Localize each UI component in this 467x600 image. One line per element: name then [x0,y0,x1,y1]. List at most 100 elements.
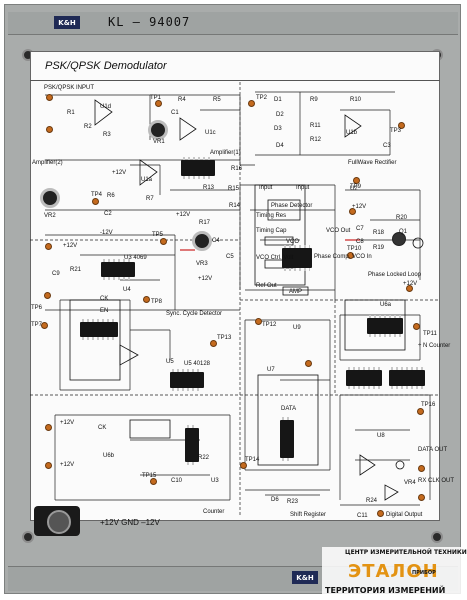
label-12v-g: +12V [352,204,367,210]
test-point-12v-a[interactable] [45,243,52,250]
test-point-tp9[interactable] [353,177,360,184]
label-12v-e: +12V [198,276,213,282]
test-point-output[interactable] [377,510,384,517]
brand-logo: K&H [54,16,80,29]
test-point-data-out[interactable] [418,465,425,472]
label-u8: U8 [377,433,385,439]
label-tp9: TP9 [350,184,362,190]
label-12v-f: +12V [112,170,127,176]
watermark-top: ЦЕНТР ИЗМЕРИТЕЛЬНОЙ ТЕХНИКИ [345,549,467,556]
vr1-knob[interactable] [148,120,168,140]
label-u1d: U1d [100,104,112,110]
label-phase-detector: Phase Detector [271,203,313,209]
test-point-tp10[interactable] [347,252,354,259]
ic-u8b [389,367,425,389]
label-neg12v: -12V [100,230,113,236]
label-r24: R24 [366,498,378,504]
label-amp: AMP [289,289,303,295]
test-point-tp8[interactable] [143,296,150,303]
label-d4: D4 [276,143,284,149]
label-vr3: VR3 [196,261,208,267]
screw-bottom-right [431,531,443,543]
label-tp1: TP1 [150,95,162,101]
input-point[interactable] [46,94,53,101]
label-c3: C3 [383,143,391,149]
test-point-tp16[interactable] [417,408,424,415]
label-u9: U9 [293,325,301,331]
label-amplifier1: Amplifier(1) [210,150,241,156]
test-point-tp13[interactable] [210,340,217,347]
label-q1: Q1 [399,229,408,235]
label-12v-h: +12V [403,281,418,287]
label-timing-cap: Timing Cap [256,228,287,234]
label-amplifier2: Amplifier(2) [32,160,63,166]
test-point-tp6[interactable] [44,292,51,299]
test-point-12v-c[interactable] [45,462,52,469]
label-tp8: TP8 [151,299,163,305]
label-r20: R20 [396,215,408,221]
label-tp3: TP3 [390,128,402,134]
label-c1: C1 [171,110,179,116]
label-d2: D2 [276,112,284,118]
test-point-tp12[interactable] [255,318,262,325]
label-c4: C4 [212,238,220,244]
label-r14: R14 [229,203,241,209]
label-en: EN [100,308,109,314]
label-12v-a: +12V [63,243,78,249]
brand-logo-bottom: K&H [292,571,318,584]
vr3-knob[interactable] [192,231,212,251]
label-ck2: CK [98,425,107,431]
test-point-rx-clk-out[interactable] [418,494,425,501]
test-point-12v-b[interactable] [45,424,52,431]
ic-u4 [80,319,118,340]
label-rx-clk-out: RX CLK OUT [418,478,455,484]
test-point-tp1[interactable] [155,100,162,107]
label-digital-output: Digital Output [386,512,423,518]
test-point-tp2[interactable] [248,100,255,107]
label-c5: C5 [226,254,234,260]
label-tp5: TP5 [152,232,164,238]
test-point-r2[interactable] [46,126,53,133]
watermark-bottom: ТЕРРИТОРИЯ ИЗМЕРЕНИЙ [325,586,446,595]
label-tp13: TP13 [217,335,232,341]
test-point-tp7[interactable] [41,322,48,329]
test-point-tp11[interactable] [413,323,420,330]
panel-title: PSK/QPSK Demodulator [45,60,167,72]
vr2-knob[interactable] [40,188,60,208]
label-r9: R9 [310,97,318,103]
test-point-tp14[interactable] [240,462,247,469]
label-c11: C11 [357,513,368,519]
label-u3: U3 4069 [124,255,147,261]
ic-u7 [280,417,294,461]
test-point-12v-e[interactable] [406,285,413,292]
label-c7: C7 [356,226,364,232]
label-pll: Phase Locked Loop [368,272,422,278]
label-counter: Counter [203,509,225,515]
label-r15: R15 [228,186,240,192]
label-n-counter: ÷ N Counter [418,343,451,349]
q1-transistor [392,232,406,246]
watermark-area [322,547,467,600]
test-point-12v-d[interactable] [349,208,356,215]
ic-u5-40128 [170,369,204,391]
top-strip [8,12,458,35]
ic-u8a [346,367,382,389]
model-number: KL – 94007 [108,15,191,29]
label-vr1: VR1 [153,139,165,145]
label-data-out: DATA OUT [418,447,448,453]
label-u7: U7 [267,367,275,373]
label-u5: U5 40128 [184,361,211,367]
power-socket[interactable] [47,510,71,534]
label-r22: R22 [198,455,210,461]
label-u6a: U6a [380,302,392,308]
test-point-tp5[interactable] [160,238,167,245]
test-point-tp4[interactable] [92,198,99,205]
label-tp2: TP2 [256,95,268,101]
label-r23: R23 [287,499,299,505]
label-u2: U2 [350,186,358,192]
label-r1: R1 [67,110,75,116]
test-point-12v-f[interactable] [305,360,312,367]
test-point-tp3[interactable] [398,122,405,129]
test-point-tp15[interactable] [150,478,157,485]
label-tp11: TP11 [423,331,437,337]
